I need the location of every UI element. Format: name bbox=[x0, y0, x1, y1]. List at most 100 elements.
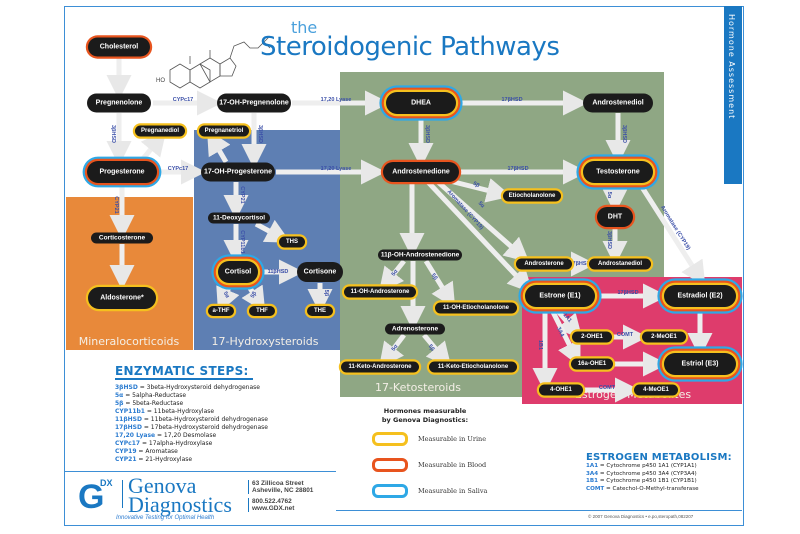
enzyme-label-11bhsd: 11βHSD bbox=[268, 269, 289, 275]
node-androstanediol[interactable]: Androstanediol bbox=[586, 256, 654, 272]
node-androsterone[interactable]: Androsterone bbox=[513, 256, 575, 272]
node-deoxycortisol[interactable]: 11-Deoxycortisol bbox=[208, 212, 270, 224]
node-cortisol[interactable]: Cortisol bbox=[211, 254, 265, 290]
node-label: 11-Keto-Androsterone bbox=[348, 364, 412, 370]
enzyme-label-comt-4: COMT bbox=[599, 385, 616, 391]
node-corticosterone[interactable]: Corticosterone bbox=[91, 232, 153, 244]
node-dht[interactable]: DHT bbox=[594, 204, 636, 230]
company-tagline: Innovative Testing for Optimal Health bbox=[116, 515, 215, 521]
enzymatic-step-item: CYPc17 = 17alpha-Hydroxylase bbox=[115, 440, 345, 448]
legend-item-blood: Measurable in Blood bbox=[372, 458, 532, 474]
node-meoe1-4[interactable]: 4-MeOE1 bbox=[631, 382, 681, 398]
node-cholesterol[interactable]: Cholesterol bbox=[85, 35, 153, 59]
node-androstenedione[interactable]: Androstenedione bbox=[380, 159, 462, 185]
enzyme-label-3bhsd-right: 3βHSD bbox=[621, 125, 627, 143]
node-label: Pregnanetriol bbox=[205, 128, 244, 134]
node-body bbox=[435, 302, 517, 314]
enzymatic-step-item: CYP19 = Aromatase bbox=[115, 448, 345, 456]
node-oh-etiocholanolone[interactable]: 11-OH-Etiocholanolone bbox=[432, 300, 520, 316]
node-body bbox=[589, 258, 651, 270]
enzyme-label-5b-thf: 5β bbox=[250, 290, 259, 299]
node-body bbox=[135, 125, 185, 137]
enzymatic-step-desc: = 3beta-Hydroxysteroid dehydrogenase bbox=[137, 384, 260, 391]
legend-swatch-blood bbox=[372, 458, 408, 472]
enzyme-label-cypc17-top: CYPc17 bbox=[173, 97, 194, 103]
node-the[interactable]: THE bbox=[304, 303, 336, 319]
node-ohe1-2[interactable]: 2-OHE1 bbox=[569, 329, 615, 345]
enzyme-label-3bhsd-left: 3βHSD bbox=[110, 125, 116, 143]
node-meoe1-2[interactable]: 2-MeOE1 bbox=[639, 329, 689, 345]
node-label: Estriol (E3) bbox=[682, 361, 719, 368]
node-body bbox=[307, 306, 333, 316]
node-progesterone[interactable]: Progesterone bbox=[82, 156, 162, 188]
copyright-text: © 2007 Genova Diagnostics • e.po,steropa… bbox=[588, 514, 694, 519]
node-estradiol[interactable]: Estradiol (E2) bbox=[657, 278, 743, 314]
node-body bbox=[571, 358, 613, 370]
node-label: 11-OH-Androsterone bbox=[351, 289, 410, 295]
legend-title: Hormones measurable by Genova Diagnostic… bbox=[372, 407, 478, 425]
node-testosterone[interactable]: Testosterone bbox=[576, 154, 660, 190]
enzyme-label-17bhsd-top: 17βHSD bbox=[501, 97, 522, 103]
node-oh-pregnenolone[interactable]: 17-OH-Pregnenolone bbox=[217, 93, 291, 113]
enzyme-label-1b1: 1B1 bbox=[537, 340, 543, 350]
node-body bbox=[199, 125, 249, 137]
node-keto-etiocholanolone[interactable]: 11-Keto-Etiocholanolone bbox=[426, 359, 520, 375]
node-oh-androsterone[interactable]: 11-OH-Androsterone bbox=[341, 284, 419, 300]
enzymatic-step-abbr: 5α bbox=[115, 392, 124, 399]
side-tab-hormone-assessment[interactable]: Hormone Assessment bbox=[724, 6, 742, 184]
node-pregnanetriol[interactable]: Pregnanetriol bbox=[196, 123, 252, 139]
node-label: Androsterone bbox=[524, 261, 564, 267]
node-oh-androstenedione[interactable]: 11β-OH-Androstenedione bbox=[378, 249, 462, 261]
arrow-oh-androstenedione-to-oh-androsterone bbox=[378, 259, 406, 293]
node-pregnanediol[interactable]: Pregnanediol bbox=[132, 123, 188, 139]
company-website[interactable]: www.GDX.net bbox=[252, 505, 295, 512]
node-cortisone[interactable]: Cortisone bbox=[297, 262, 343, 282]
node-estrone[interactable]: Estrone (E1) bbox=[518, 278, 602, 314]
node-ths[interactable]: THS bbox=[276, 234, 308, 250]
enzymatic-step-abbr: 11βHSD bbox=[115, 416, 142, 423]
enzyme-label-17bhsd-mid: 17βHSD bbox=[507, 166, 528, 172]
enzyme-label-5a-oh: 5α bbox=[391, 268, 400, 277]
legend-title-line1: Hormones measurable bbox=[383, 407, 467, 415]
node-etiocholanolone[interactable]: Etiocholanolone bbox=[500, 188, 564, 204]
enzymatic-step-abbr: 17,20 Lyase bbox=[115, 432, 156, 439]
node-label: a-THF bbox=[213, 308, 230, 314]
node-oh-progesterone[interactable]: 17-OH-Progesterone bbox=[201, 162, 275, 182]
node-label: Progesterone bbox=[99, 169, 144, 176]
enzymatic-step-item: 17βHSD = 17beta-Hydroxysteroid dehydroge… bbox=[115, 424, 345, 432]
node-adrenosterone[interactable]: Adrenosterone bbox=[385, 323, 445, 335]
node-body bbox=[279, 236, 305, 248]
legend-item-saliva: Measurable in Saliva bbox=[372, 484, 532, 500]
node-aldosterone[interactable]: Aldosterone* bbox=[85, 284, 159, 312]
label-ketosteroids: 17-Ketosteroids bbox=[375, 381, 461, 394]
node-label: 11-Deoxycortisol bbox=[213, 215, 265, 222]
node-body bbox=[201, 162, 275, 182]
node-ohe1-16a[interactable]: 16a-OHE1 bbox=[568, 356, 616, 372]
enzymatic-step-abbr: CYP19 bbox=[115, 448, 137, 455]
enzymatic-step-item: 3βHSD = 3beta-Hydroxysteroid dehydrogena… bbox=[115, 384, 345, 392]
node-label: 4-MeOE1 bbox=[643, 387, 669, 393]
arrow-deoxycortisol-to-ths bbox=[254, 219, 291, 243]
node-body bbox=[208, 212, 270, 224]
node-thf[interactable]: THF bbox=[246, 303, 278, 319]
arrow-testosterone-to-estradiol bbox=[637, 182, 706, 287]
node-label: Estradiol (E2) bbox=[677, 293, 722, 300]
node-label: Adrenosterone bbox=[392, 326, 439, 333]
node-dhea[interactable]: DHEA bbox=[379, 85, 463, 121]
node-label: Corticosterone bbox=[99, 235, 146, 242]
arrow-oh-androstenedione-to-oh-etiocholanolone bbox=[423, 259, 456, 309]
estrogen-metabolism-desc: = Catechol-O-Methyl-transferase bbox=[604, 485, 699, 492]
node-a-thf[interactable]: a-THF bbox=[205, 303, 237, 319]
estrogen-metabolism-panel: ESTROGEN METABOLISM: 1A1 = Cytochrome p4… bbox=[586, 452, 746, 493]
label-hydroxysteroids: 17-Hydroxysteroids bbox=[211, 335, 318, 348]
enzymatic-step-desc: = 17beta-Hydroxysteroid dehydrogenase bbox=[141, 424, 268, 431]
node-pregnenolone[interactable]: Pregnenolone bbox=[87, 93, 151, 113]
node-label: DHT bbox=[608, 214, 623, 221]
node-ohe1-4[interactable]: 4-OHE1 bbox=[536, 382, 586, 398]
node-estriol[interactable]: Estriol (E3) bbox=[657, 346, 743, 382]
node-keto-androsterone[interactable]: 11-Keto-Androsterone bbox=[338, 359, 422, 375]
node-androstenediol[interactable]: Androstenediol bbox=[583, 93, 653, 113]
arrow-progesterone-to-pregnanediol bbox=[140, 130, 167, 162]
node-label: 17-OH-Pregnenolone bbox=[219, 100, 289, 107]
enzymatic-step-desc: = 5beta-Reductase bbox=[123, 400, 184, 407]
